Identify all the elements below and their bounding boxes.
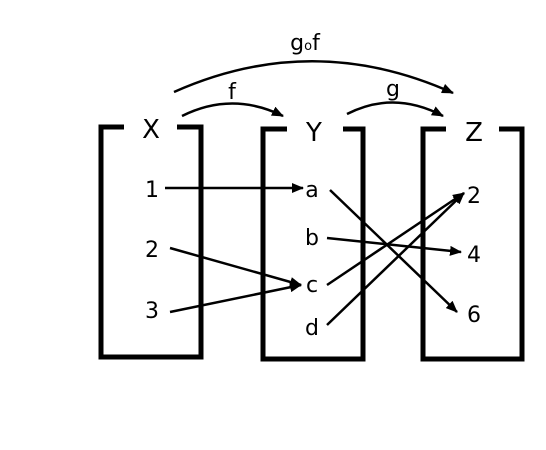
arrow-gof-curve	[173, 60, 454, 95]
gof-f: f	[312, 31, 321, 56]
gof-circle-op: o	[304, 39, 312, 54]
element-x-3: 3	[145, 299, 159, 324]
mapping-gof-label: gof	[290, 31, 321, 56]
arrow-f-curve	[181, 102, 284, 118]
mapping-f-label: f	[228, 80, 237, 105]
element-x-2: 2	[145, 238, 159, 263]
arrow-2-to-c	[169, 246, 302, 287]
arrow-3-to-c	[169, 282, 302, 314]
arrow-c-to-2	[326, 191, 465, 287]
set-z-box	[420, 126, 525, 362]
set-x-box	[98, 124, 204, 360]
element-z-4: 4	[467, 243, 481, 268]
arrow-d-to-2	[326, 192, 465, 326]
set-y-label: Y	[305, 118, 322, 148]
set-x-label: X	[142, 115, 160, 145]
element-y-c: c	[306, 273, 318, 298]
arrow-b-to-4	[326, 236, 462, 256]
gof-g: g	[290, 31, 304, 56]
element-y-a: a	[305, 178, 318, 203]
mapping-g-label: g	[386, 77, 400, 102]
arrow-g-curve	[346, 101, 444, 118]
element-y-b: b	[305, 226, 319, 251]
set-z-label: Z	[465, 118, 483, 148]
arrow-a-to-6	[329, 189, 458, 313]
element-y-d: d	[305, 316, 319, 341]
element-z-2: 2	[467, 184, 481, 209]
element-x-1: 1	[145, 178, 159, 203]
set-y-box	[260, 126, 366, 362]
element-z-6: 6	[467, 303, 481, 328]
